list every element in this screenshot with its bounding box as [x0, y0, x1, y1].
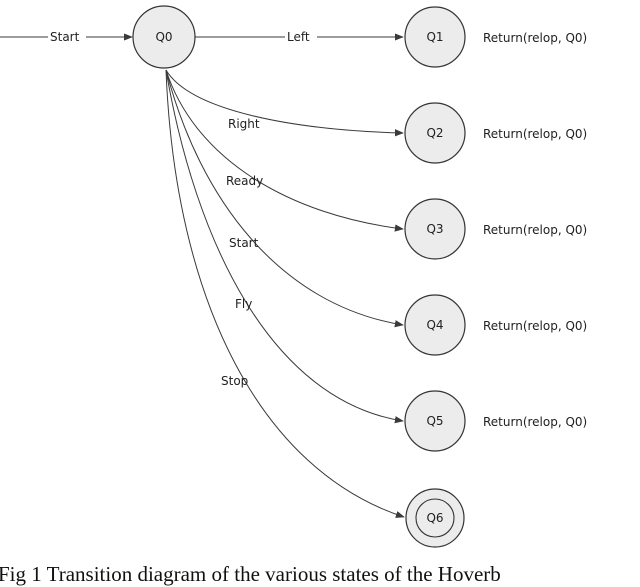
edges-group	[0, 33, 405, 518]
action-q2: Return(relop, Q0)	[483, 127, 587, 141]
state-q0: Q0	[132, 5, 196, 69]
edge-label-ready: Ready	[226, 174, 263, 188]
edge-q0-q2-right	[165, 69, 404, 137]
edge-q0-q4-start	[165, 69, 404, 328]
action-q4: Return(relop, Q0)	[483, 319, 587, 333]
actions-group: Return(relop, Q0) Return(relop, Q0) Retu…	[483, 31, 587, 429]
state-q4-label: Q4	[426, 318, 443, 332]
edge-label-start-entry: Start	[50, 30, 80, 44]
edge-label-stop: Stop	[221, 374, 248, 388]
edge-label-fly: Fly	[235, 297, 252, 311]
action-q5: Return(relop, Q0)	[483, 415, 587, 429]
state-q6-accepting: Q6	[405, 488, 465, 548]
edge-label-start: Start	[229, 236, 259, 250]
state-q5: Q5	[404, 390, 466, 452]
state-q0-label: Q0	[155, 30, 172, 44]
edge-q0-q5-fly	[165, 69, 404, 424]
action-q1: Return(relop, Q0)	[483, 31, 587, 45]
edge-q0-q6-stop	[165, 69, 405, 518]
state-q6-label: Q6	[426, 511, 443, 525]
state-q2: Q2	[404, 102, 466, 164]
edge-q0-q3-ready	[165, 69, 404, 232]
state-q3: Q3	[404, 198, 466, 260]
state-q4: Q4	[404, 294, 466, 356]
state-q2-label: Q2	[426, 126, 443, 140]
accepting-ring	[415, 498, 455, 538]
action-q3: Return(relop, Q0)	[483, 223, 587, 237]
state-q3-label: Q3	[426, 222, 443, 236]
state-q1-label: Q1	[426, 30, 443, 44]
edge-label-left: Left	[287, 30, 310, 44]
state-q1: Q1	[404, 6, 466, 68]
edge-labels-group: Start Left Right Ready Start Fly Stop	[48, 29, 317, 388]
edge-label-right: Right	[228, 117, 260, 131]
figure-caption: Fig 1 Transition diagram of the various …	[0, 562, 501, 586]
state-q5-label: Q5	[426, 414, 443, 428]
